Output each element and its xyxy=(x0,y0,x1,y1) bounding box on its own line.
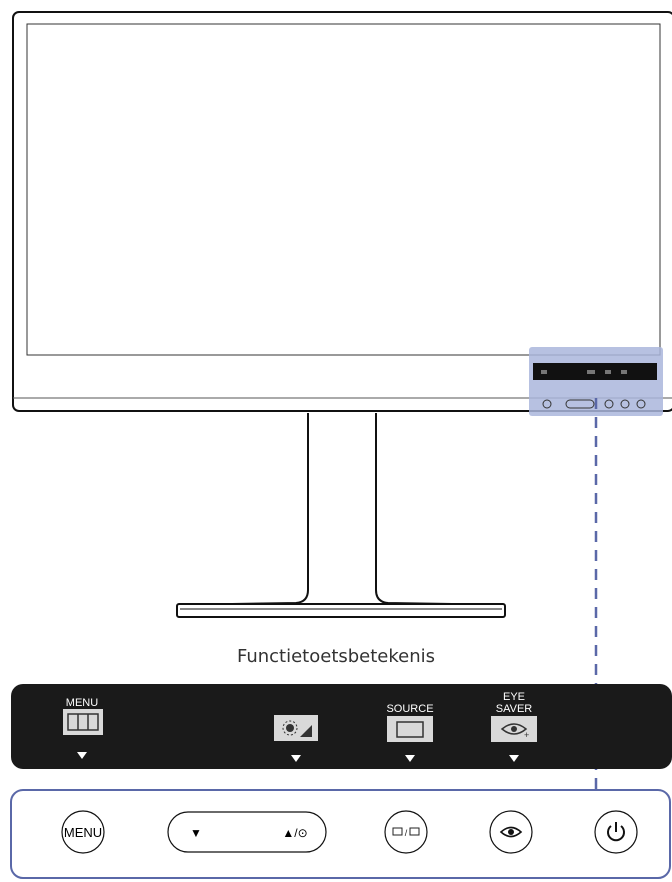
menu-button-label: MENU xyxy=(64,825,102,840)
monitor-screen xyxy=(26,23,661,356)
nav-down-label: ▼ xyxy=(190,826,202,840)
arrow-down-icon xyxy=(405,755,415,762)
caption: Functietoetsbetekenis xyxy=(236,646,436,667)
arrow-down-icon xyxy=(77,752,87,759)
source-button[interactable]: / xyxy=(384,810,428,854)
source-icon xyxy=(396,721,424,738)
menu-grid-icon xyxy=(67,713,99,731)
function-key-panel xyxy=(11,684,672,769)
eye-saver-icon: + xyxy=(500,723,529,740)
brightness-icon xyxy=(282,720,312,737)
arrow-down-icon xyxy=(509,755,519,762)
monitor-stand xyxy=(231,413,453,605)
monitor-base xyxy=(176,603,506,618)
function-key-brightness xyxy=(274,715,318,762)
svg-text:+: + xyxy=(524,730,529,740)
eye-saver-button[interactable] xyxy=(489,810,533,854)
power-icon xyxy=(607,822,625,842)
function-key-source: SOURCE xyxy=(386,703,434,762)
function-key-source-label: SOURCE xyxy=(386,703,433,715)
navigation-button[interactable]: ▼ ▲/⊙ xyxy=(167,811,327,853)
svg-text:/: / xyxy=(405,828,408,838)
eye-saver-icon xyxy=(499,826,523,838)
function-key-eye-saver: EYE SAVER + xyxy=(491,691,537,762)
power-button[interactable] xyxy=(594,810,638,854)
function-key-eye-label: EYE xyxy=(503,691,525,703)
source-slash-input-icon: / xyxy=(392,827,420,838)
nav-up-confirm-label: ▲/⊙ xyxy=(282,826,307,840)
front-button-panel xyxy=(10,789,671,879)
function-key-saver-label: SAVER xyxy=(496,703,533,715)
menu-button[interactable]: MENU xyxy=(61,810,105,854)
arrow-down-icon xyxy=(291,755,301,762)
function-key-menu: MENU xyxy=(63,697,103,759)
function-key-menu-label: MENU xyxy=(66,697,98,709)
